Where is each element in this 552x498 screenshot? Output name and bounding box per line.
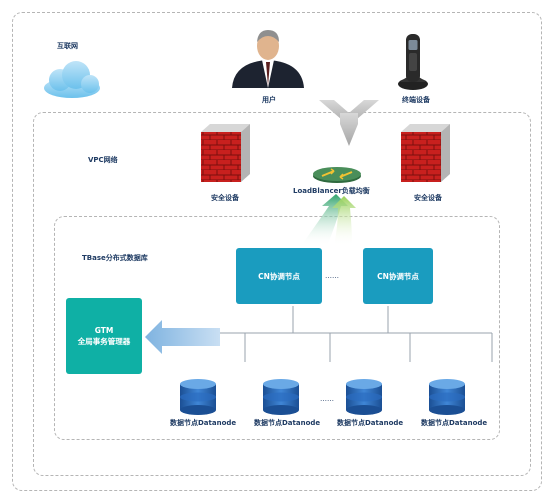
firewall-left-icon — [201, 124, 250, 182]
vpc-zone — [33, 112, 531, 476]
vpc-zone-label: VPC网络 — [88, 156, 118, 164]
load-balancer-icon — [313, 167, 361, 183]
device-label: 终端设备 — [402, 96, 430, 104]
firewall-right-label: 安全设备 — [414, 194, 442, 202]
cn-ellipsis: …… — [325, 272, 339, 280]
cloud-icon — [44, 61, 100, 98]
gtm-node: GTM 全局事务管理器 — [66, 298, 142, 374]
up-arrow-icon — [301, 194, 356, 246]
datanode-label: 数据节点Datanode — [337, 419, 404, 427]
internet-zone — [12, 12, 542, 491]
datanode-ellipsis: …… — [320, 395, 334, 403]
user-icon — [232, 30, 304, 88]
gtm-subtitle: 全局事务管理器 — [77, 337, 131, 346]
gtm-title: GTM — [94, 326, 114, 335]
tbase-zone-label: TBase分布式数据库 — [82, 254, 148, 262]
internet-zone-label: 互联网 — [57, 42, 78, 50]
user-label: 用户 — [262, 96, 276, 104]
down-arrow-icon — [319, 100, 379, 146]
datanode-icon — [346, 379, 382, 415]
phone-icon — [398, 34, 428, 90]
datanode-label: 数据节点Datanode — [254, 419, 321, 427]
datanode-icon — [429, 379, 465, 415]
datanode-icon — [263, 379, 299, 415]
tbase-zone — [54, 216, 500, 440]
gtm-arrow-icon — [145, 320, 220, 354]
firewall-right-icon — [401, 124, 450, 182]
load-balancer-label: LoadBlancer负载均衡 — [293, 187, 370, 195]
datanode-label: 数据节点Datanode — [421, 419, 488, 427]
datanode-label: 数据节点Datanode — [170, 419, 237, 427]
firewall-left-label: 安全设备 — [211, 194, 239, 202]
datanode-icon — [180, 379, 216, 415]
cn-node: CN协调节点 — [363, 248, 433, 304]
cn-node: CN协调节点 — [236, 248, 322, 304]
